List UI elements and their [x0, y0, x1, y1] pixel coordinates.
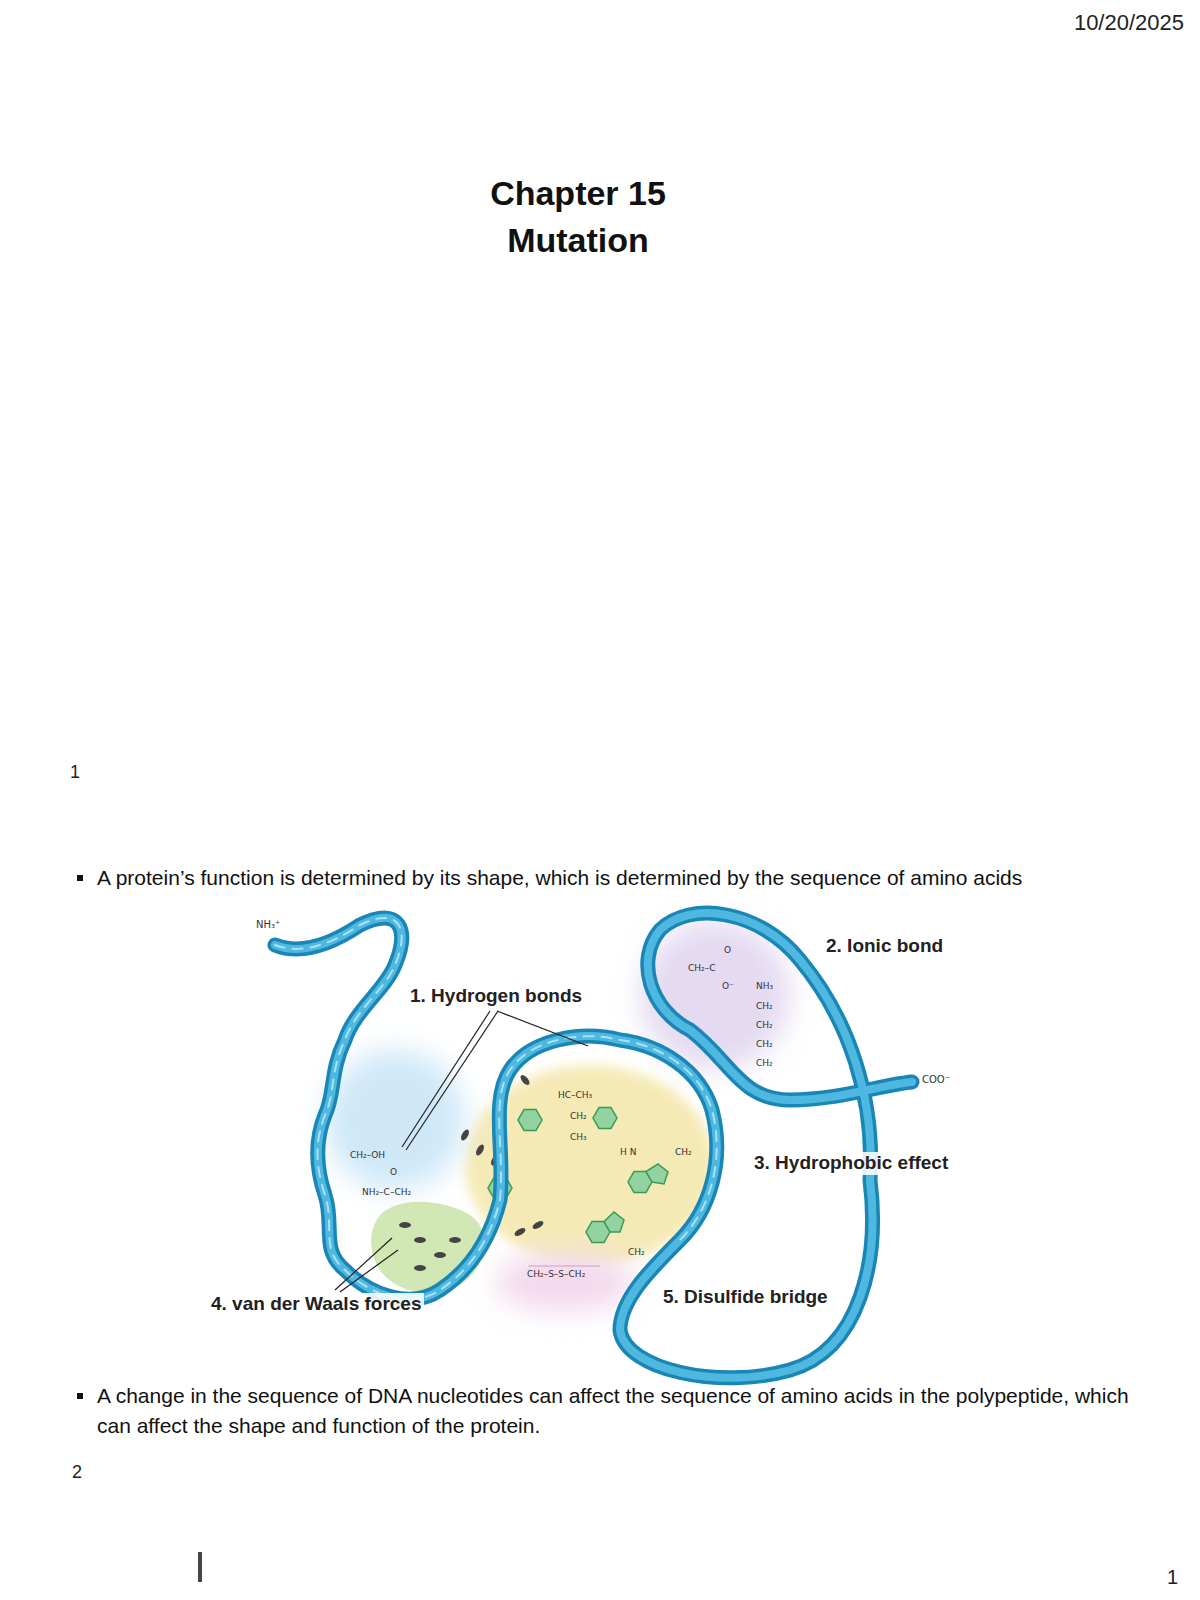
hydrogen-bond-glow	[325, 1050, 465, 1190]
chem-group: CH₂	[756, 1059, 773, 1069]
leader-line	[402, 1011, 490, 1147]
callout-label: 1. Hydrogen bonds	[408, 985, 584, 1008]
chem-group: CH₃	[570, 1133, 587, 1143]
methyl-groups	[399, 1073, 545, 1271]
chem-group: CH₂	[756, 1040, 773, 1050]
methyl	[459, 1128, 470, 1141]
methyl	[449, 1237, 461, 1243]
leader-line	[335, 1238, 392, 1290]
slide-number: 2	[72, 1462, 82, 1483]
bullet-text: A change in the sequence of DNA nucleoti…	[97, 1381, 1157, 1442]
ring	[604, 1212, 624, 1232]
methyl	[414, 1265, 426, 1271]
methyl	[399, 1222, 411, 1228]
methyl	[474, 1143, 485, 1156]
leader-lines	[335, 1011, 588, 1292]
chem-group: O	[390, 1168, 397, 1178]
bullet-marker	[77, 1393, 83, 1399]
disulfide-mark	[528, 1266, 600, 1267]
page-mark	[198, 1552, 202, 1582]
chem-group: NH₃⁺	[256, 919, 280, 930]
chem-group: H N	[620, 1148, 636, 1158]
methyl	[434, 1252, 446, 1258]
ring	[518, 1110, 542, 1131]
chem-group: CH₂–C	[688, 964, 715, 974]
leader-line	[497, 1011, 588, 1046]
date-stamp: 10/20/2025	[1074, 10, 1184, 36]
chem-group: NH₃	[756, 982, 773, 992]
ring	[646, 1164, 668, 1184]
chem-group: HC–CH₃	[558, 1091, 592, 1101]
disulfide-glow	[495, 1252, 635, 1312]
callout-label: 5. Disulfide bridge	[661, 1286, 830, 1309]
methyl	[519, 1073, 531, 1086]
slide-number: 1	[70, 762, 80, 783]
chem-group: CH₂–S–S–CH₂	[527, 1270, 585, 1280]
callout-label: 3. Hydrophobic effect	[752, 1152, 950, 1175]
chem-group: CH₂	[756, 1021, 773, 1031]
chem-group: COO⁻	[922, 1074, 950, 1085]
leader-line	[340, 1250, 398, 1292]
page-number: 1	[1167, 1566, 1178, 1589]
callout-label: 2. Ionic bond	[824, 935, 945, 958]
van-der-waals-region	[371, 1202, 484, 1293]
helix-highlight	[275, 918, 717, 1299]
bullet-marker	[77, 875, 83, 881]
chem-group: O	[724, 946, 731, 956]
leader-line	[406, 1011, 498, 1150]
benzene-rings	[488, 1108, 668, 1243]
methyl	[513, 1226, 526, 1237]
slide-title: Chapter 15 Mutation	[455, 170, 701, 264]
chem-group: CH₂–OH	[350, 1151, 385, 1161]
chem-group: CH₂	[570, 1112, 587, 1122]
chem-group: CH₂	[756, 1002, 773, 1012]
chem-group: CH₂	[675, 1148, 692, 1158]
callout-label: 4. van der Waals forces	[209, 1293, 424, 1316]
chem-group: NH₂–C–CH₂	[362, 1188, 411, 1198]
chem-group: O⁻	[722, 982, 734, 992]
methyl	[414, 1237, 426, 1243]
chem-group: CH₂	[628, 1248, 645, 1258]
ring	[593, 1108, 617, 1129]
methyl	[531, 1219, 544, 1230]
bullet-text: A protein’s function is determined by it…	[97, 863, 1157, 893]
